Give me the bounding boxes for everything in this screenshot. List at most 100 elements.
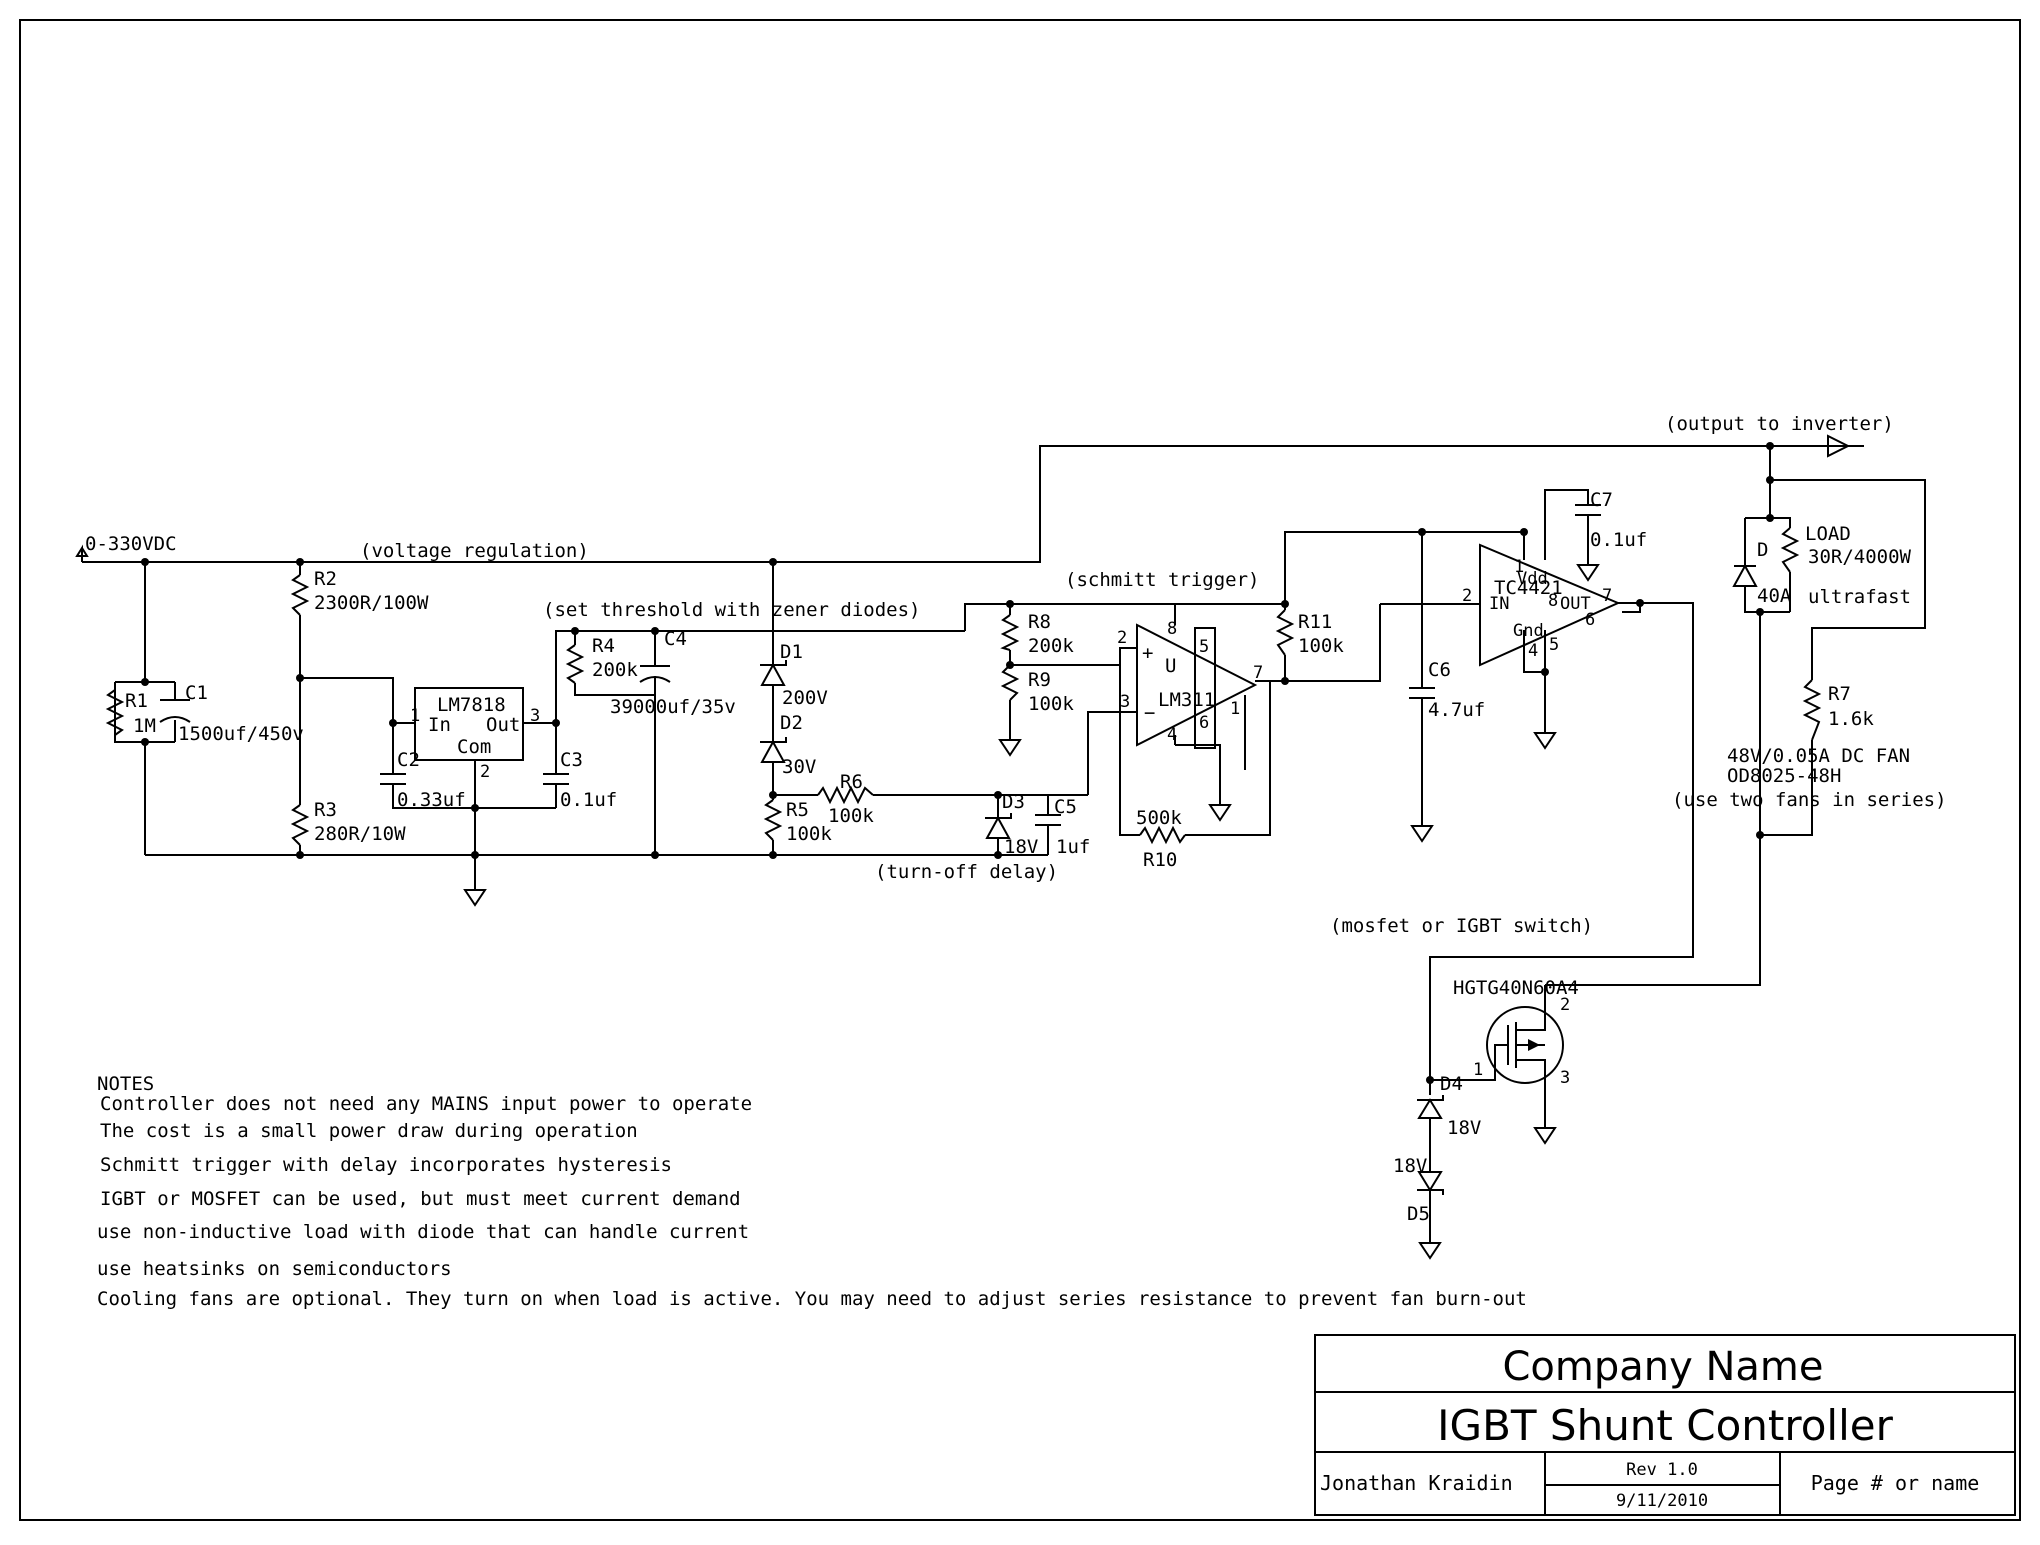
lm7818-pin-in: 1 [410,706,420,726]
note-line: Schmitt trigger with delay incorporates … [100,1154,672,1176]
r9-value: 100k [1028,693,1074,715]
tc4421-pin1: 1 [1514,557,1524,577]
lm7818-in: In [428,714,451,736]
revision: Rev 1.0 [1626,1460,1698,1480]
r2-value: 2300R/100W [314,592,429,614]
r4-value: 200k [592,659,638,681]
c5-value: 1uf [1056,836,1090,858]
r7-value: 1.6k [1828,708,1874,730]
lm311-ref: LM311 [1158,689,1215,711]
turn-off-delay-label: (turn-off delay) [875,861,1058,883]
r9-ref: R9 [1028,669,1051,691]
igbt-pin3: 3 [1560,1068,1570,1088]
r6-symbol [817,785,874,805]
r11-ref: R11 [1298,611,1332,633]
d4-symbol [1417,1098,1443,1119]
lm7818-com: Com [457,736,491,758]
r8-value: 200k [1028,635,1074,657]
r10-value: 500k [1136,807,1182,829]
d1-ref: D1 [780,641,803,663]
d2-ref: D2 [780,712,803,734]
r11-symbol [1275,609,1295,656]
lm311-pin2: 2 [1117,628,1127,648]
resistors [105,527,1822,846]
r3-symbol [290,804,310,846]
tc4421-vdd: Vdd [1517,569,1548,589]
lm311-pin1: 1 [1230,699,1240,719]
r6-ref: R6 [840,771,863,793]
c1-value: 1500uf/450v [178,723,304,745]
wires [75,434,1926,1243]
lm311-pin8: 8 [1167,619,1177,639]
c4-value: 39000uf/35v [610,696,736,718]
tc4421-in: IN [1489,594,1509,614]
r8-ref: R8 [1028,611,1051,633]
r8-symbol [1000,614,1020,651]
lm7818-regulator [414,687,524,761]
lm311-comparator [1136,623,1258,747]
c2-value: 0.33uf [397,789,466,811]
drawing-title: IGBT Shunt Controller [1437,1401,1893,1450]
diodes [760,556,1758,1195]
r9-symbol [1000,664,1020,701]
r5-value: 100k [786,823,832,845]
notes-block: NOTES Controller does not need any MAINS… [97,1073,1527,1310]
note-line: use non-inductive load with diode that c… [97,1221,749,1243]
tc4421-pin4: 4 [1528,641,1538,661]
igbt-pin2: 2 [1560,995,1570,1015]
ground-symbols [463,564,1600,1260]
r2-ref: R2 [314,568,337,590]
igbt-symbol [1468,984,1570,1084]
c5-ref: C5 [1054,796,1077,818]
net-labels: 0-330VDC (voltage regulation) (output to… [85,413,1894,937]
c7-ref: C7 [1590,489,1613,511]
d3-value: 18V [1004,836,1038,858]
r6-value: 100k [828,805,874,827]
lm311-minus: − [1144,702,1155,724]
lm311-unit: U [1165,655,1176,677]
d2-value: 30V [782,756,816,778]
lm311-plus: + [1142,642,1153,664]
set-threshold-label: (set threshold with zener diodes) [543,599,921,621]
output-to-inverter-label: (output to inverter) [1665,413,1894,435]
sheet-border [19,19,2021,1521]
c1-ref: C1 [185,682,208,704]
lm7818-ref: LM7818 [437,694,506,716]
drawing-date: 9/11/2010 [1616,1491,1708,1511]
lm311-pin5: 5 [1199,637,1209,657]
tc4421-pin6: 6 [1585,610,1595,630]
note-line: Controller does not need any MAINS input… [100,1093,752,1115]
page-name: Page # or name [1811,1471,1980,1495]
load-note: ultrafast [1808,586,1911,608]
tc4421-pin2: 2 [1462,586,1472,606]
tc4421-gnd: Gnd [1513,621,1544,641]
tc4421-driver [1479,543,1621,667]
tc4421-out: OUT [1560,594,1591,614]
notes-heading: NOTES [97,1073,154,1095]
lm311-pin3: 3 [1120,692,1130,712]
c3-value: 0.1uf [560,789,617,811]
r7-ref: R7 [1828,683,1851,705]
company-name: Company Name [1502,1344,1823,1390]
r5-symbol [763,799,783,841]
note-line: The cost is a small power draw during op… [100,1120,638,1142]
r5-ref: R5 [786,799,809,821]
d3-ref: D3 [1002,791,1025,813]
r10-symbol [1139,825,1186,845]
tc4421-pin7: 7 [1602,586,1612,606]
d1-symbol [760,662,786,686]
d-load-symbol [1732,563,1758,587]
d4-value: 18V [1447,1117,1481,1139]
lm311-pin4: 4 [1167,725,1177,745]
c7-value: 0.1uf [1590,529,1647,551]
r11-value: 100k [1298,635,1344,657]
d2-symbol [760,739,786,763]
c2-ref: C2 [397,749,420,771]
load-value: 30R/4000W [1808,546,1912,568]
lm311-pin6: 6 [1199,713,1209,733]
d-load-ref: D [1757,539,1768,561]
component-labels: R1 1M C1 1500uf/450v R2 2300R/100W R3 28… [125,489,1947,1225]
d-load-value: 40A [1757,585,1792,607]
load-ref: LOAD [1805,523,1851,545]
